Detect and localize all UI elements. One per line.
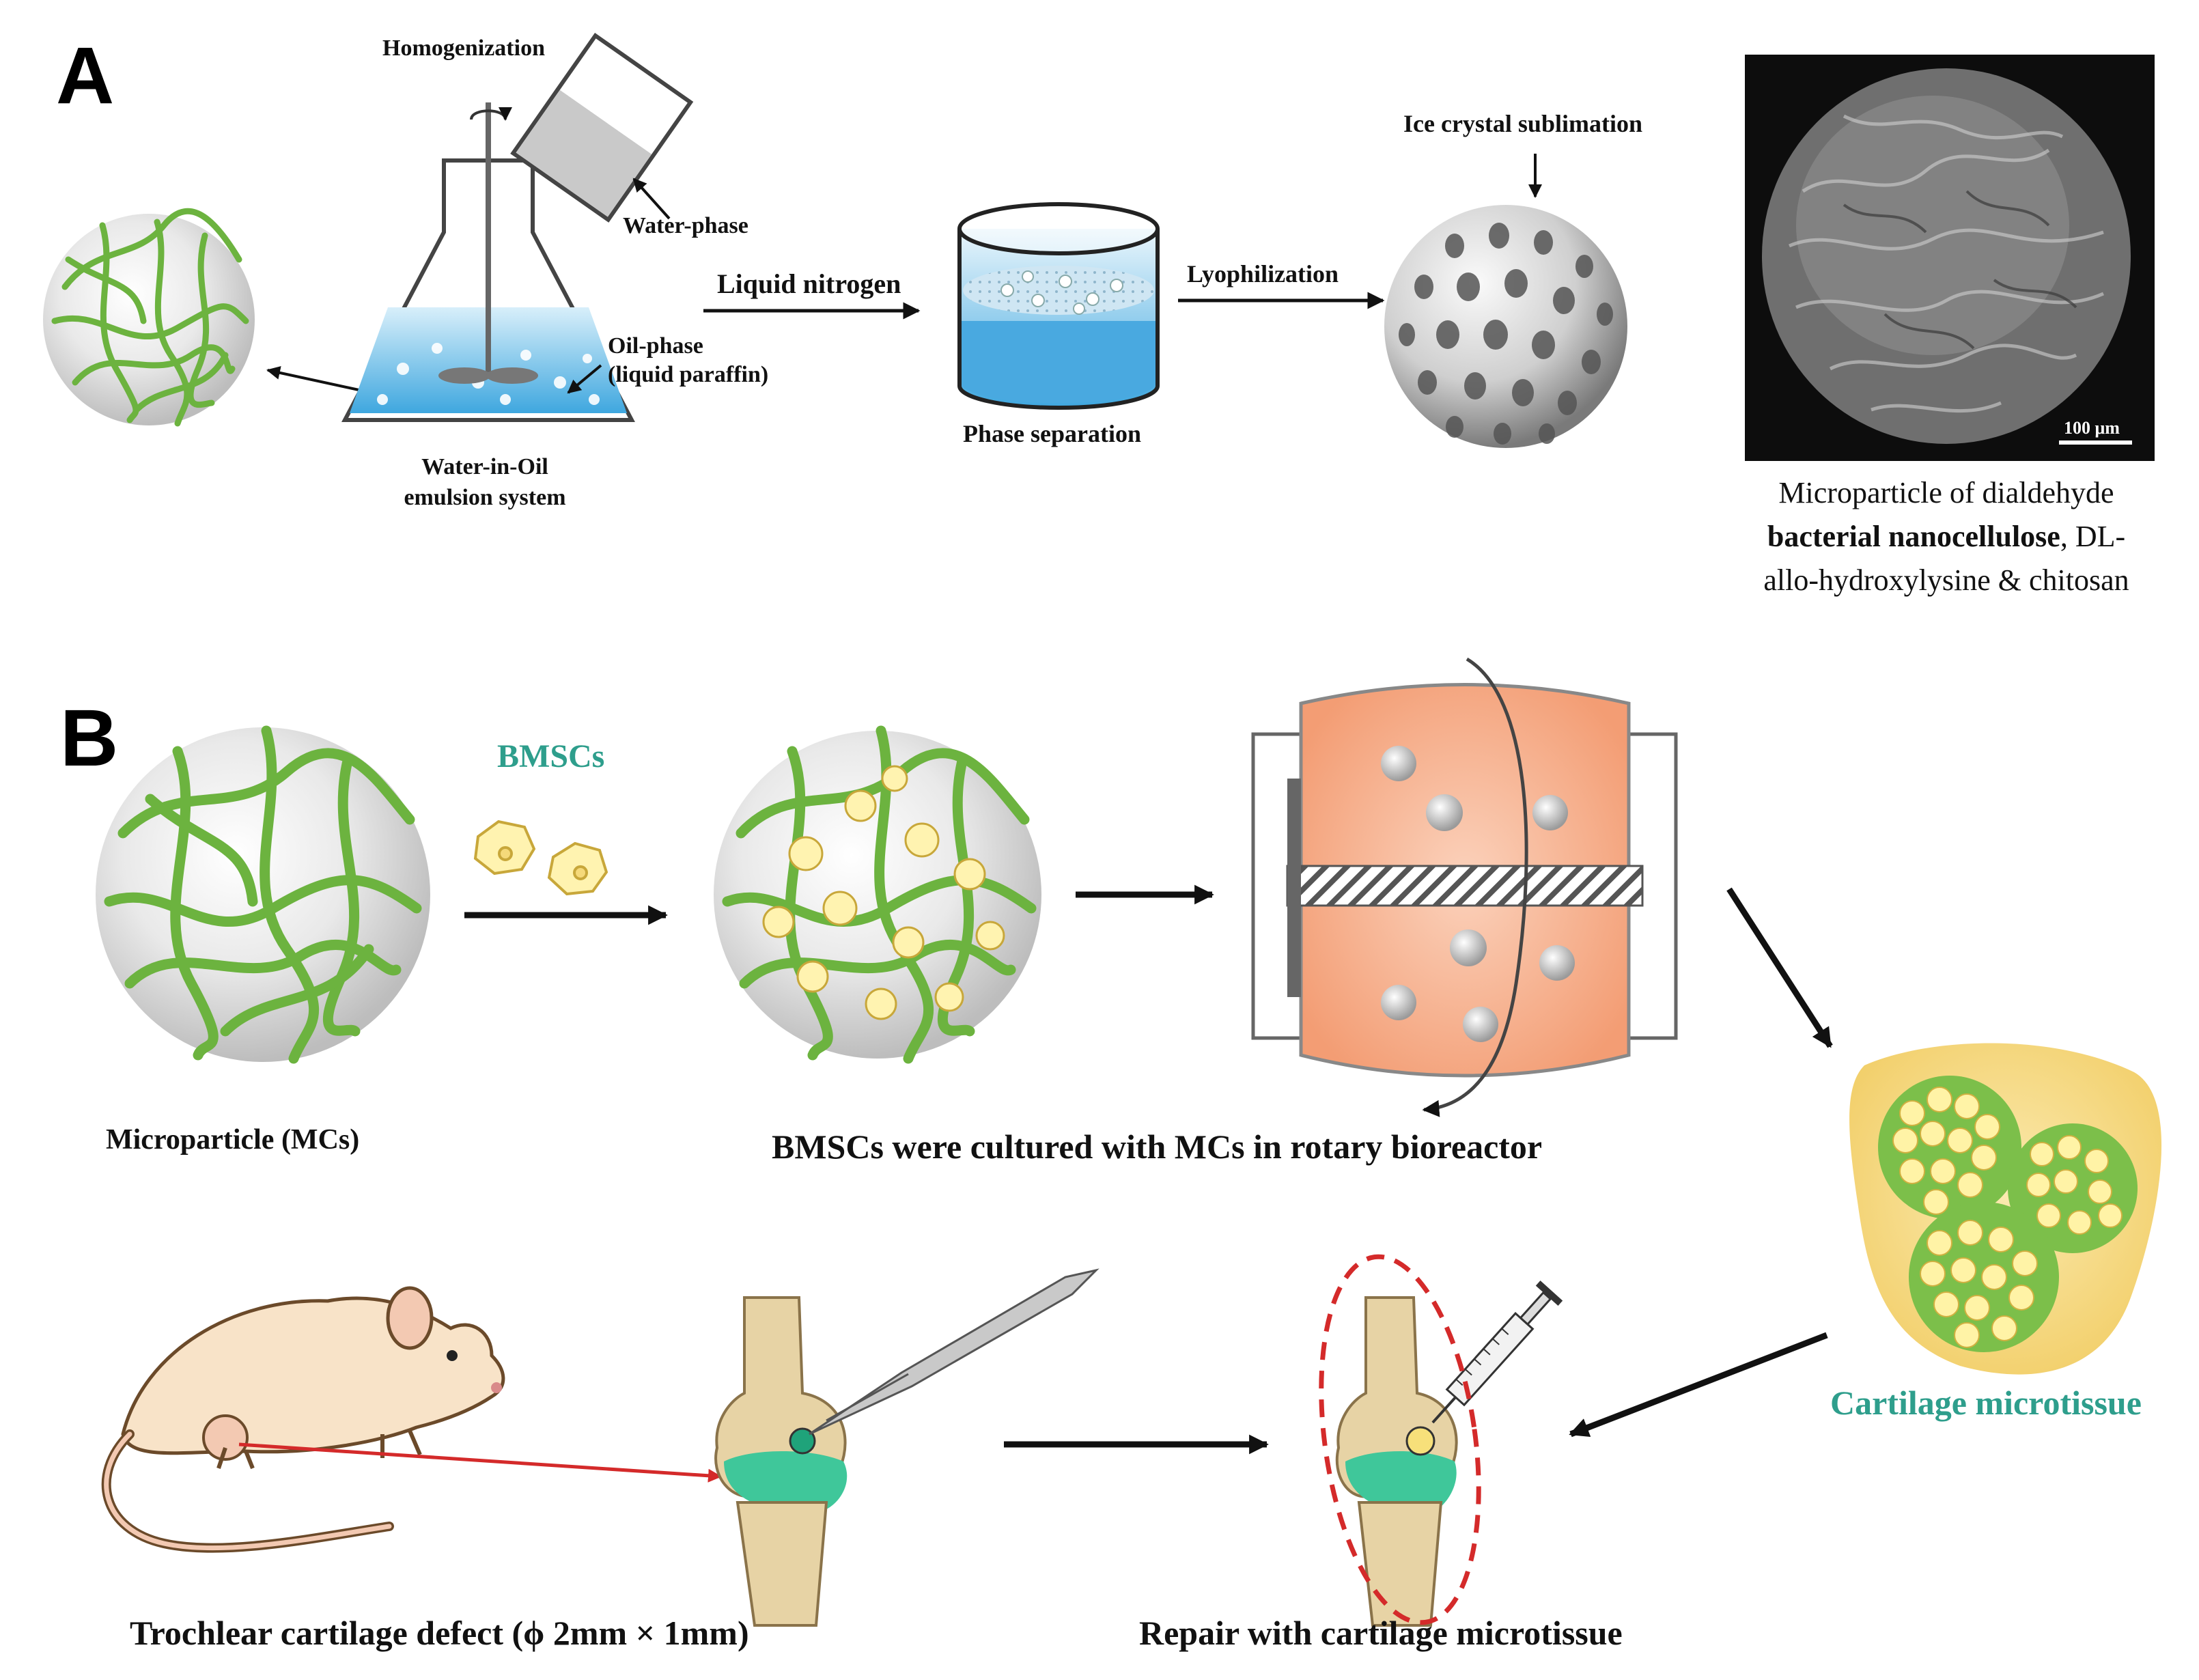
sem-caption: Microparticle of dialdehyde bacterial na…	[1721, 471, 2172, 602]
panel-label-b: B	[60, 693, 119, 783]
label-oil-phase: Oil-phase	[608, 333, 703, 359]
phase-separation-beaker	[957, 202, 1160, 410]
label-bmscs: BMSCs	[497, 738, 605, 774]
knee-defect-illustration	[714, 1268, 1100, 1627]
arrow-to-repair	[1569, 1332, 1828, 1438]
label-emulsion-system: emulsion system	[404, 485, 566, 510]
fiber-microparticle-large	[96, 725, 430, 1064]
bmsc-cells	[473, 820, 608, 896]
label-bioreactor-caption: BMSCs were cultured with MCs in rotary b…	[772, 1128, 1543, 1166]
label-lyophilization: Lyophilization	[1187, 260, 1339, 288]
sem-caption-line3: allo-hydroxylysine & chitosan	[1763, 563, 2129, 597]
label-microparticle-mcs: Microparticle (MCs)	[106, 1124, 360, 1156]
sem-caption-bold: bacterial nanocellulose	[1767, 520, 2060, 553]
arrow-oil-phase	[567, 364, 602, 394]
sem-caption-line1: Microparticle of dialdehyde	[1778, 476, 2114, 509]
arrow-to-microtissue	[1726, 887, 1833, 1048]
label-cartilage-microtissue: Cartilage microtissue	[1830, 1384, 2142, 1422]
label-water-in-oil: Water-in-Oil	[421, 454, 548, 479]
porous-microsphere	[1384, 205, 1627, 448]
rotary-bioreactor	[1251, 657, 1678, 1117]
label-phase-separation: Phase separation	[963, 420, 1141, 447]
label-liquid-paraffin: (liquid paraffin)	[608, 362, 769, 387]
label-ice-crystal-sublimation: Ice crystal sublimation	[1403, 110, 1642, 137]
label-defect-caption: Trochlear cartilage defect (ϕ 2mm × 1mm)	[130, 1614, 749, 1652]
pouring-beaker	[510, 33, 694, 223]
label-homogenization: Homogenization	[382, 36, 545, 61]
arrow-emulsion-to-particle	[266, 366, 363, 392]
sem-caption-line2-rest: , DL-	[2060, 520, 2126, 553]
label-liquid-nitrogen: Liquid nitrogen	[717, 268, 901, 299]
cartilage-microtissue	[1849, 1043, 2162, 1375]
arrow-water-phase	[632, 178, 671, 220]
label-water-phase: Water-phase	[623, 213, 748, 238]
sem-micrograph	[1745, 55, 2155, 461]
knee-repair-illustration	[1319, 1254, 1563, 1627]
sem-scale-bar-label: 100 μm	[2064, 418, 2120, 438]
seeded-microparticle	[714, 725, 1041, 1064]
sem-caption-line2: bacterial nanocellulose, DL-	[1721, 515, 2172, 559]
label-repair-caption: Repair with cartilage microtissue	[1139, 1614, 1623, 1652]
fiber-microparticle-small	[43, 208, 255, 427]
panel-label-a: A	[56, 31, 115, 121]
arrow-knee-pointer	[238, 1442, 722, 1483]
erlenmeyer-flask	[341, 102, 635, 422]
rat-illustration	[101, 1286, 505, 1553]
